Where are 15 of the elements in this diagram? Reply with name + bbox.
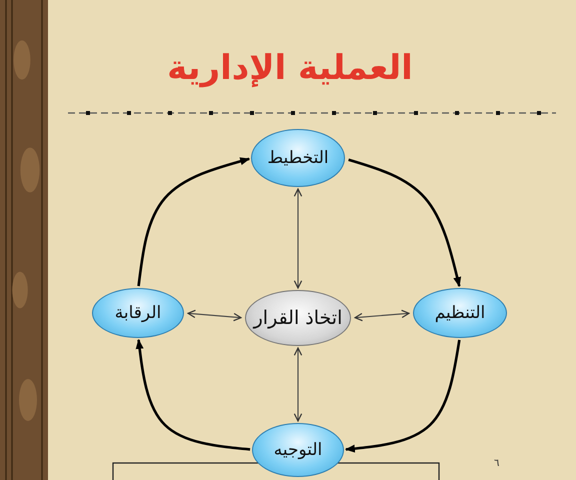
arrow [294, 347, 302, 422]
node-label: التنظيم [434, 303, 486, 323]
arrow [136, 338, 250, 451]
arrow [294, 188, 302, 289]
arrow [354, 310, 410, 322]
arrow [187, 310, 242, 322]
node-label: اتخاذ القرار [254, 307, 342, 329]
title: العملية الإدارية [167, 48, 413, 88]
arrow [344, 340, 461, 453]
page-number: ٦ [494, 458, 500, 469]
node-label: التخطيط [267, 148, 329, 168]
arrow [348, 158, 462, 288]
node-label: التوجيه [274, 440, 322, 460]
arrow [137, 157, 250, 286]
node-label: الرقابة [114, 303, 162, 323]
